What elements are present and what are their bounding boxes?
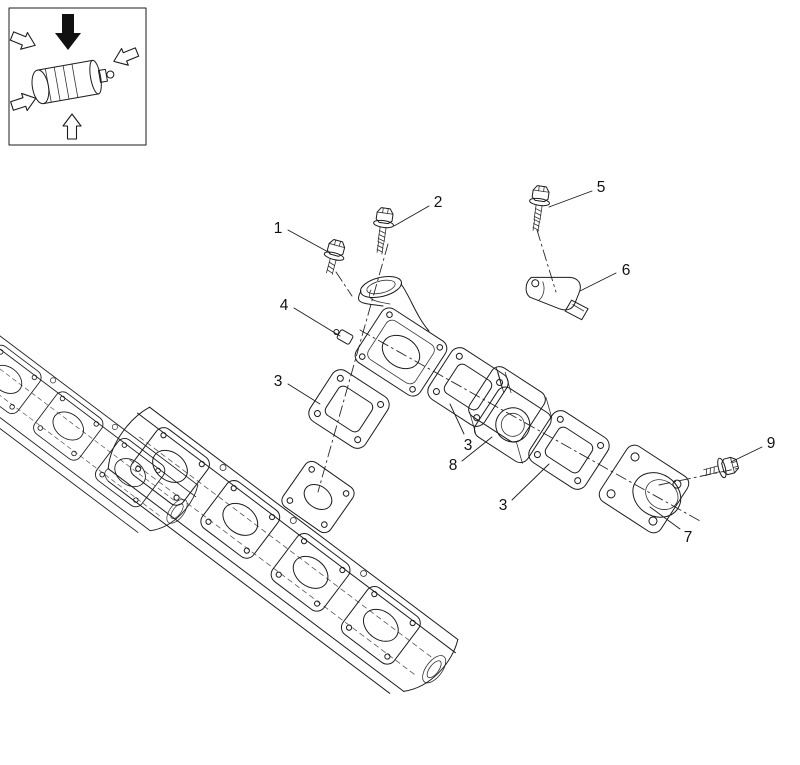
callout-8: 8 bbox=[449, 436, 493, 474]
lower-manifold-drawing bbox=[93, 402, 464, 712]
callout-label-6: 6 bbox=[622, 262, 631, 279]
part-intake-elbow bbox=[333, 275, 448, 397]
down-arrow-icon bbox=[55, 14, 81, 50]
callout-7: 7 bbox=[649, 506, 693, 546]
callout-3-left: 3 bbox=[274, 373, 321, 405]
callout-label-3a: 3 bbox=[274, 373, 283, 390]
upper-manifold-drawing bbox=[0, 276, 204, 549]
callout-9: 9 bbox=[730, 435, 776, 463]
inset-border bbox=[8, 7, 147, 146]
part-gasket-3c bbox=[524, 406, 614, 494]
part-gasket-3a bbox=[304, 365, 394, 453]
callouts: 1 2 3 3 3 4 5 bbox=[274, 179, 776, 546]
part-flange-7 bbox=[595, 441, 696, 539]
part-bolt-9 bbox=[701, 453, 741, 483]
callout-label-3b: 3 bbox=[464, 437, 473, 454]
callout-1: 1 bbox=[274, 220, 331, 254]
part-sensor-6 bbox=[521, 268, 595, 322]
callout-label-7: 7 bbox=[684, 529, 693, 546]
part-fitting-4 bbox=[333, 329, 354, 345]
callout-6: 6 bbox=[579, 262, 631, 292]
part-bolt-2 bbox=[369, 207, 395, 255]
part-bolt-5 bbox=[525, 185, 551, 233]
callout-label-2: 2 bbox=[434, 194, 443, 211]
orientation-inset-box bbox=[8, 7, 147, 146]
part-bolt-1 bbox=[319, 237, 349, 277]
part-gasket-3b bbox=[423, 343, 513, 431]
callout-label-1: 1 bbox=[274, 220, 283, 237]
callout-4: 4 bbox=[280, 297, 341, 337]
callout-3-middle: 3 bbox=[449, 403, 473, 454]
callout-2: 2 bbox=[393, 194, 443, 227]
mounting-pad-drawing bbox=[281, 460, 355, 534]
callout-label-5: 5 bbox=[597, 179, 606, 196]
callout-5: 5 bbox=[548, 179, 606, 208]
callout-label-3c: 3 bbox=[499, 497, 508, 514]
flow-arrow-icon bbox=[62, 113, 82, 140]
valve-component-drawing bbox=[31, 59, 115, 105]
flow-arrow-icon bbox=[8, 27, 40, 55]
callout-3-right: 3 bbox=[499, 463, 550, 514]
callout-label-4: 4 bbox=[280, 297, 289, 314]
callout-label-8: 8 bbox=[449, 457, 458, 474]
callout-label-9: 9 bbox=[767, 435, 776, 452]
flow-arrow-icon bbox=[109, 43, 141, 71]
assembly-centerlines bbox=[317, 229, 741, 522]
